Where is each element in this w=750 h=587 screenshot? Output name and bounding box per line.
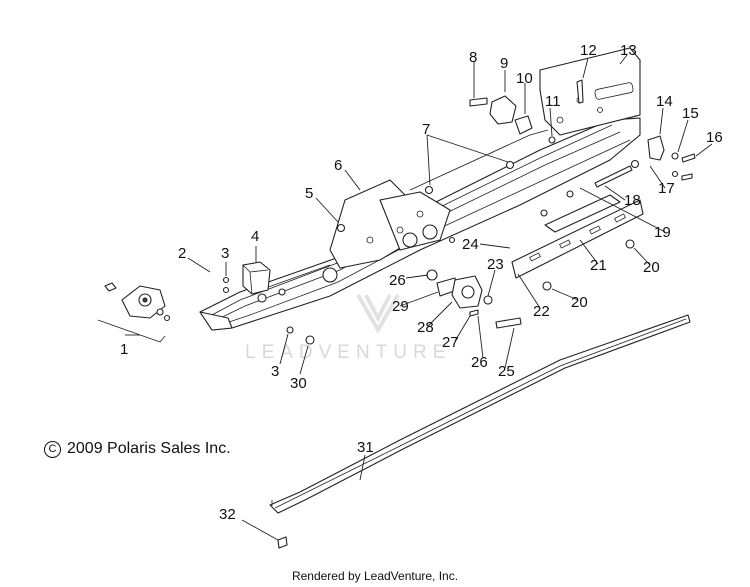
part-18-head [630, 159, 640, 169]
part-12-screw [576, 79, 584, 104]
part-18-axle [594, 165, 633, 188]
callout-9: 9 [500, 55, 508, 72]
callout-5: 5 [305, 185, 313, 202]
callout-24: 24 [462, 236, 479, 253]
hyfax-slide-strip [269, 314, 691, 514]
copyright-symbol: C [44, 441, 61, 458]
callout-14: 14 [656, 93, 673, 110]
part-3-nut [222, 286, 230, 294]
callout-16: 16 [706, 129, 723, 146]
callout-17: 17 [658, 180, 675, 197]
part-20-bolt-a [625, 239, 635, 249]
callout-7: 7 [422, 121, 430, 138]
callout-22: 22 [533, 303, 550, 320]
shock-mount-part [97, 282, 171, 343]
callout-1: 1 [120, 341, 128, 358]
copyright-text: 2009 Polaris Sales Inc. [67, 440, 231, 457]
part-20-bolt-b [542, 281, 552, 291]
part-32-screw [277, 536, 288, 549]
callout-30: 30 [290, 375, 307, 392]
callout-10: 10 [516, 70, 533, 87]
callout-21: 21 [590, 257, 607, 274]
callout-29: 29 [392, 298, 409, 315]
callout-31: 31 [357, 439, 374, 456]
bumper-block-part [242, 261, 271, 295]
callout-19: 19 [654, 224, 671, 241]
part-7-nut-a [424, 185, 434, 195]
watermark: LEADVENTURE [245, 294, 451, 363]
footer-credit: Rendered by LeadVenture, Inc. [291, 569, 459, 583]
copyright-notice: C 2009 Polaris Sales Inc. [44, 440, 231, 458]
part-7-nut-b [505, 160, 515, 170]
callout-4: 4 [251, 228, 259, 245]
callout-26b: 26 [471, 354, 488, 371]
upper-bumper-group [469, 95, 556, 144]
callout-28: 28 [417, 319, 434, 336]
slide-bracket-group [511, 190, 644, 279]
part-2-screw [222, 276, 230, 284]
rail-assembly [199, 47, 641, 331]
part-5-nut [336, 223, 346, 233]
callout-8: 8 [469, 49, 477, 66]
callout-32: 32 [219, 506, 236, 523]
callout-12: 12 [580, 42, 597, 59]
callout-3b: 3 [271, 363, 279, 380]
callout-11: 11 [545, 93, 561, 110]
callout-2: 2 [178, 245, 186, 262]
callout-15: 15 [682, 105, 699, 122]
callout-18: 18 [624, 192, 641, 209]
callout-numbers: 1 2 3 4 5 6 7 8 9 10 11 12 13 14 15 16 1… [120, 42, 723, 523]
callout-27: 27 [442, 334, 459, 351]
callout-25: 25 [498, 363, 515, 380]
callout-20a: 20 [643, 259, 660, 276]
callout-13: 13 [620, 42, 637, 59]
callout-3: 3 [221, 245, 229, 262]
rear-pivot-group [647, 135, 696, 181]
hub-group [286, 236, 522, 345]
callout-20b: 20 [571, 294, 588, 311]
callout-26a: 26 [389, 272, 406, 289]
callout-23: 23 [487, 256, 504, 273]
callout-6: 6 [334, 157, 342, 174]
leader-lines [125, 54, 713, 541]
watermark-text: LEADVENTURE [245, 342, 451, 363]
